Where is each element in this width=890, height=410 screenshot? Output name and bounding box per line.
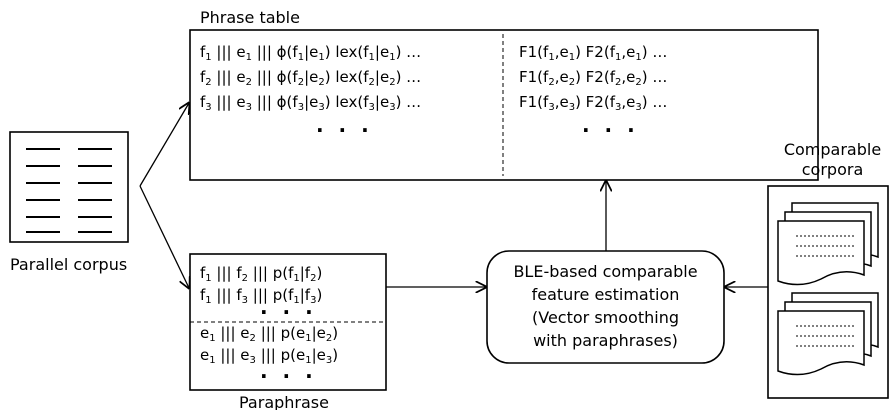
paraphrase-ellipsis-bottom: · · · xyxy=(260,364,317,388)
parallel-corpus-label: Parallel corpus xyxy=(10,255,128,274)
phrase-table-row: f1 ||| e1 ||| ϕ(f1|e1) lex(f1|e1) … xyxy=(200,43,422,63)
paraphrase-target-row: e1 ||| e2 ||| p(e1|e2) xyxy=(200,324,339,344)
comparable-corpora-label-2: corpora xyxy=(801,160,864,179)
paraphrase-label: Paraphrase xyxy=(239,393,329,410)
phrase-table-ellipsis-right: · · · xyxy=(582,118,639,142)
comparable-corpora-icon xyxy=(767,185,889,399)
phrase-table-ellipsis-left: · · · xyxy=(316,118,373,142)
estimator-line-2: feature estimation xyxy=(531,285,680,304)
estimator-line-1: BLE-based comparable xyxy=(513,262,698,281)
phrase-table-title: Phrase table xyxy=(200,8,300,27)
phrase-feature-row: F1(f1,e1) F2(f1,e1) … xyxy=(519,43,668,63)
arrow-corpus-to-phrase-table xyxy=(139,103,189,187)
estimator-line-4: with paraphrases) xyxy=(533,331,678,350)
estimator-line-3: (Vector smoothing xyxy=(532,308,679,327)
phrase-table-box xyxy=(189,29,819,181)
paraphrase-source-row: f1 ||| f2 ||| p(f1|f2) xyxy=(200,264,323,284)
phrase-table-row: f2 ||| e2 ||| ϕ(f2|e2) lex(f2|e2) … xyxy=(200,68,422,88)
paraphrase-source-row: f1 ||| f3 ||| p(f1|f3) xyxy=(200,286,323,306)
paraphrase-ellipsis-top: · · · xyxy=(260,300,317,324)
phrase-feature-row: F1(f3,e3) F2(f3,e3) … xyxy=(519,93,668,113)
phrase-feature-row: F1(f2,e2) F2(f2,e2) … xyxy=(519,68,668,88)
paraphrase-target-row: e1 ||| e3 ||| p(e1|e3) xyxy=(200,346,339,366)
comparable-corpora-label-1: Comparable xyxy=(783,140,882,159)
phrase-table-row: f3 ||| e3 ||| ϕ(f3|e3) lex(f3|e3) … xyxy=(200,93,422,113)
arrow-corpus-to-paraphrase xyxy=(139,185,189,288)
parallel-corpus-icon xyxy=(9,131,129,243)
